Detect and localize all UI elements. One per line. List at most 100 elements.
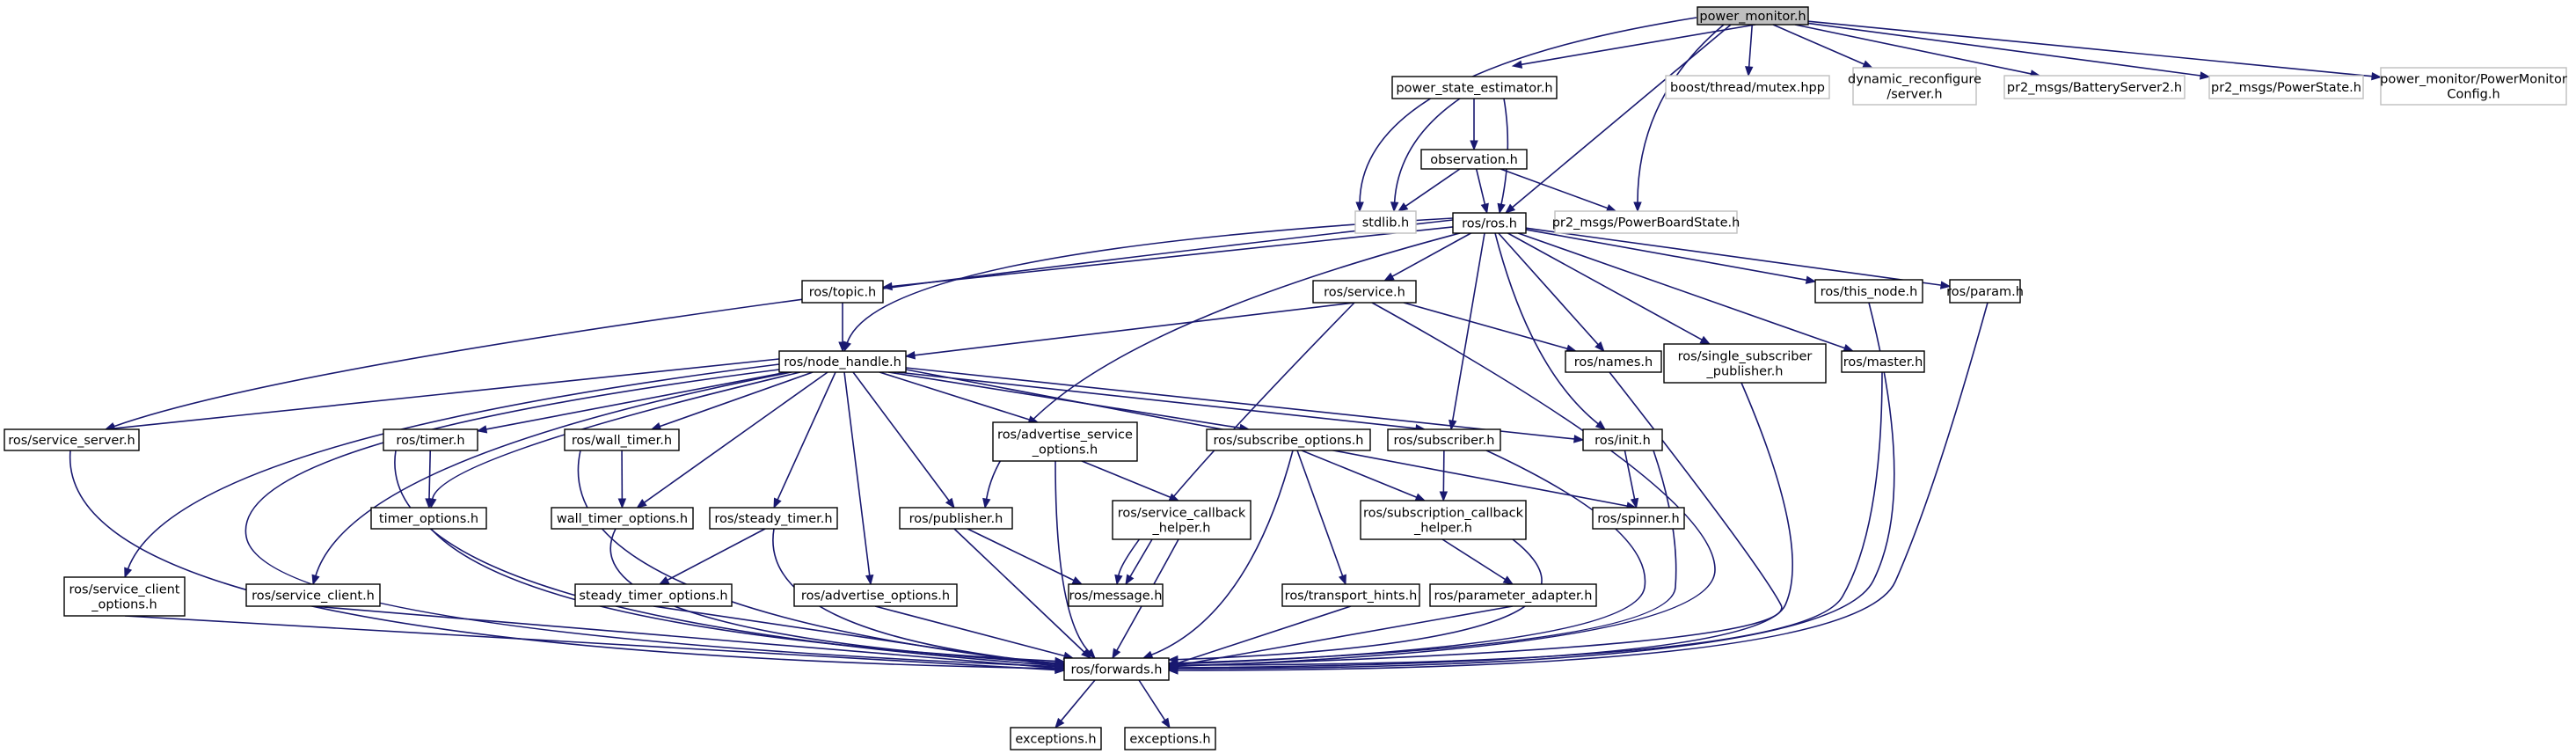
node-label: _publisher.h [1706,365,1784,379]
node-power-state-estimator[interactable]: power_state_estimator.h [1391,76,1558,99]
node-label: _helper.h [1152,522,1211,536]
node-label: ros/ros.h [1462,217,1517,231]
include-edge-ros_node_handle-to-timer_options [431,371,801,500]
node-box [793,583,958,607]
node-boost-mutex[interactable]: boost/thread/mutex.hpp [1665,75,1830,99]
node-exceptions-2[interactable]: exceptions.h [1124,727,1216,750]
arrowhead-power_monitor-to-power_monitor_config [2371,71,2383,81]
include-edge-ros_subscriber-to-ros_subscription_callback_helper [1442,450,1445,493]
arrowhead-ros_node_handle-to-ros_advertise_options [865,574,874,586]
arrowhead-ros_node_handle-to-ros_service_client_options [124,567,133,579]
include-edge-ros_node_handle-to-ros_service_client [315,371,792,576]
arrowhead-power_monitor-to-dynamic_reconfigure [1862,60,1873,69]
node-ros-timer[interactable]: ros/timer.h [383,428,478,451]
node-box [1565,350,1662,373]
node-ros-single-subscriber-publisher[interactable]: ros/single_subscriber_publisher.h [1663,343,1827,384]
node-exceptions-1[interactable]: exceptions.h [1010,727,1102,750]
include-edge-ros_timer-to-ros_forwards [394,450,1056,667]
node-box [564,428,680,451]
node-ros-spinner[interactable]: ros/spinner.h [1592,507,1685,530]
node-power-state[interactable]: pr2_msgs/PowerState.h [2208,75,2364,99]
node-ros-param[interactable]: ros/param.h [1946,279,2024,304]
include-edge-power_monitor-to-ros_ros [1512,24,1732,209]
node-timer-options[interactable]: timer_options.h [370,507,487,530]
node-box [709,507,838,530]
node-label: ros/service_server.h [8,434,135,448]
node-box [1312,280,1417,304]
node-box [370,507,487,530]
node-wall-timer-options[interactable]: wall_timer_options.h [551,507,694,530]
node-ros-advertise-service-options[interactable]: ros/advertise_service_options.h [992,421,1138,462]
include-edge-power_monitor-to-power_state_estimator [1521,24,1756,66]
node-ros-steady-timer[interactable]: ros/steady_timer.h [709,507,838,530]
include-edge-ros_node_handle-to-ros_advertise_options [843,371,871,576]
node-ros-publisher[interactable]: ros/publisher.h [899,507,1013,530]
node-label: exceptions.h [1129,733,1210,747]
node-battery-server2[interactable]: pr2_msgs/BatteryServer2.h [2003,75,2186,99]
node-ros-service-callback-helper[interactable]: ros/service_callback_helper.h [1112,500,1252,540]
include-edge-ros_param-to-ros_forwards [1177,302,1989,671]
node-label: ros/service_callback [1118,507,1246,521]
arrowhead-power_monitor-to-power_state_estimator [1511,60,1523,69]
node-ros-message[interactable]: ros/message.h [1068,583,1164,607]
node-ros-names[interactable]: ros/names.h [1565,350,1662,373]
node-observation[interactable]: observation.h [1420,149,1528,170]
arrowhead-ros_service_callback_helper-to-ros_forwards [1112,648,1121,660]
include-edge-ros_steady_timer-to-steady_timer_options [667,528,766,582]
node-label: Config.h [2447,88,2499,102]
node-ros-service-server[interactable]: ros/service_server.h [4,428,140,451]
node-ros-forwards[interactable]: ros/forwards.h [1063,657,1170,681]
node-label: ros/message.h [1069,589,1163,604]
node-ros-ros[interactable]: ros/ros.h [1452,212,1527,234]
include-edge-ros_master-to-ros_forwards [1177,371,1883,666]
include-edge-ros_node_handle-to-ros_subscriber [896,371,1417,429]
node-stdlib[interactable]: stdlib.h [1354,210,1417,234]
include-edge-ros_service_callback_helper-to-ros_forwards [1116,538,1179,651]
node-ros-service-client[interactable]: ros/service_client.h [245,583,381,607]
arrowhead-power_state_estimator-to-observation [1470,140,1478,151]
arrowhead-ros_subscribe_options-to-ros_subscription_callback_helper [1414,493,1427,501]
include-edge-ros_service_server-to-ros_forwards [69,450,1056,670]
include-edge-ros_ros-to-ros_node_handle [846,217,1454,343]
arrowhead-ros_subscribe_options-to-ros_forwards [1142,650,1154,659]
node-ros-subscription-callback-helper[interactable]: ros/subscription_callback_helper.h [1360,500,1527,540]
node-power-monitor[interactable]: power_monitor.h [1697,6,1809,26]
include-edge-ros_service-to-ros_names [1403,302,1568,350]
node-label: ros/advertise_service [997,428,1133,443]
node-box [1391,76,1558,99]
node-ros-this-node[interactable]: ros/this_node.h [1814,279,1923,304]
arrowhead-ros_service-to-ros_message [1114,574,1123,586]
node-ros-init[interactable]: ros/init.h [1582,428,1663,451]
include-edge-ros_ros-to-ros_init [1494,232,1599,425]
include-edge-ros_subscription_callback_helper-to-ros_parameter_adapter [1441,538,1507,581]
node-ros-node-handle[interactable]: ros/node_handle.h [778,350,907,373]
node-label: ros/service.h [1324,286,1405,300]
node-ros-transport-hints[interactable]: ros/transport_hints.h [1281,583,1420,607]
node-ros-parameter-adapter[interactable]: ros/parameter_adapter.h [1429,583,1597,607]
node-label: _options.h [91,598,157,612]
arrowhead-ros_subscription_callback_helper-to-ros_parameter_adapter [1502,575,1514,585]
node-ros-service[interactable]: ros/service.h [1312,280,1417,304]
arrowhead-ros_service-to-ros_node_handle [904,351,916,360]
node-ros-advertise-options[interactable]: ros/advertise_options.h [793,583,958,607]
node-power-board-state[interactable]: pr2_msgs/PowerBoardState.h [1552,210,1740,234]
arrowhead-ros_service_callback_helper-to-ros_message [1125,574,1135,586]
include-edge-ros_subscribe_options-to-ros_forwards [1150,450,1294,656]
node-ros-topic[interactable]: ros/topic.h [801,280,884,304]
arrowhead-ros_ros-to-ros_publisher [982,497,991,509]
node-ros-subscribe-options[interactable]: ros/subscribe_options.h [1206,428,1371,451]
node-label: ros/forwards.h [1071,663,1163,677]
node-label: ros/names.h [1574,355,1653,370]
node-box [1665,75,1830,99]
node-ros-master[interactable]: ros/master.h [1841,350,1925,373]
node-steady-timer-options[interactable]: steady_timer_options.h [574,583,733,607]
node-ros-wall-timer[interactable]: ros/wall_timer.h [564,428,680,451]
arrowhead-power_state_estimator-to-ros_ros [1497,202,1506,215]
node-dynamic-reconfigure[interactable]: dynamic_reconfigure/server.h [1848,67,1981,106]
include-edge-ros_node_handle-to-wall_timer_options [644,371,828,503]
node-ros-subscriber[interactable]: ros/subscriber.h [1387,428,1501,451]
node-label: timer_options.h [379,512,478,526]
node-box [899,507,1013,530]
node-ros-service-client-options[interactable]: ros/service_client_options.h [63,576,186,617]
